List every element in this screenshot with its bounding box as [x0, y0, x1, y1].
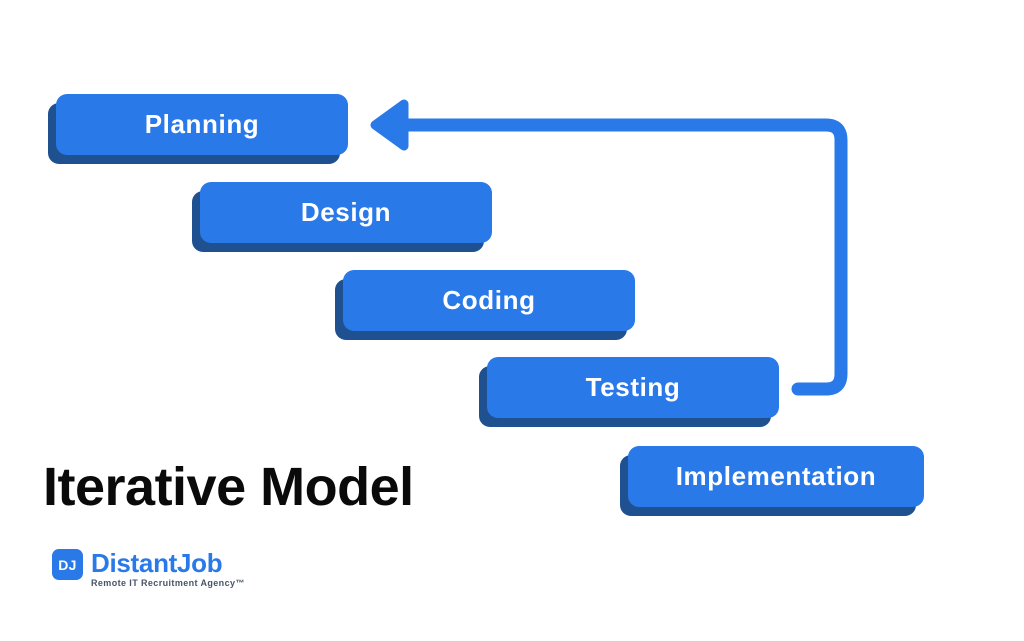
logo-name: DistantJob	[91, 548, 223, 578]
step-label: Coding	[442, 285, 536, 315]
step-box-coding: Coding	[343, 270, 635, 331]
step-box-testing: Testing	[487, 357, 779, 418]
step-box-implementation: Implementation	[628, 446, 924, 507]
logo-tagline: Remote IT Recruitment Agency™	[91, 578, 245, 588]
dj-monogram-icon: DJ	[52, 549, 83, 580]
step-label: Design	[300, 197, 392, 227]
step-label: Planning	[144, 109, 260, 139]
step-box-planning: Planning	[56, 94, 348, 155]
distantjob-logo: DJ DistantJob Remote IT Recruitment Agen…	[52, 549, 245, 588]
step-box-design: Design	[200, 182, 492, 243]
step-label: Implementation	[675, 461, 877, 491]
step-label: Testing	[585, 372, 681, 402]
page-title: Iterative Model	[43, 457, 414, 517]
